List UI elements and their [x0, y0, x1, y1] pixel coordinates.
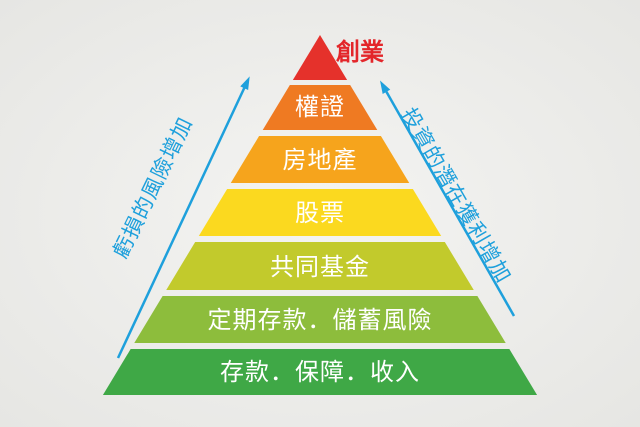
- left-arrow: [116, 79, 250, 359]
- layer-label: 權證: [295, 93, 345, 121]
- pyramid-layer-3: [198, 189, 442, 236]
- pyramid-layer-4: [166, 242, 474, 290]
- pyramid-layer-5: [134, 296, 506, 343]
- layer-label: 定期存款．儲蓄風險: [207, 306, 433, 334]
- layer-label: 共同基金: [270, 253, 370, 281]
- layer-label: 存款．保障．收入: [220, 358, 420, 386]
- right-arrow-head-icon: [380, 80, 391, 94]
- pyramid-layer-2: [230, 136, 410, 183]
- right-arrow: [380, 83, 516, 317]
- layer-label: 股票: [295, 199, 345, 227]
- top-label: 創業: [336, 38, 384, 66]
- left-arrow-head-icon: [240, 76, 250, 90]
- pyramid-layer-1: [262, 85, 378, 130]
- layer-label: 房地產: [282, 146, 358, 174]
- pyramid-layer-0: [292, 35, 348, 80]
- pyramid-layer-6: [102, 349, 538, 395]
